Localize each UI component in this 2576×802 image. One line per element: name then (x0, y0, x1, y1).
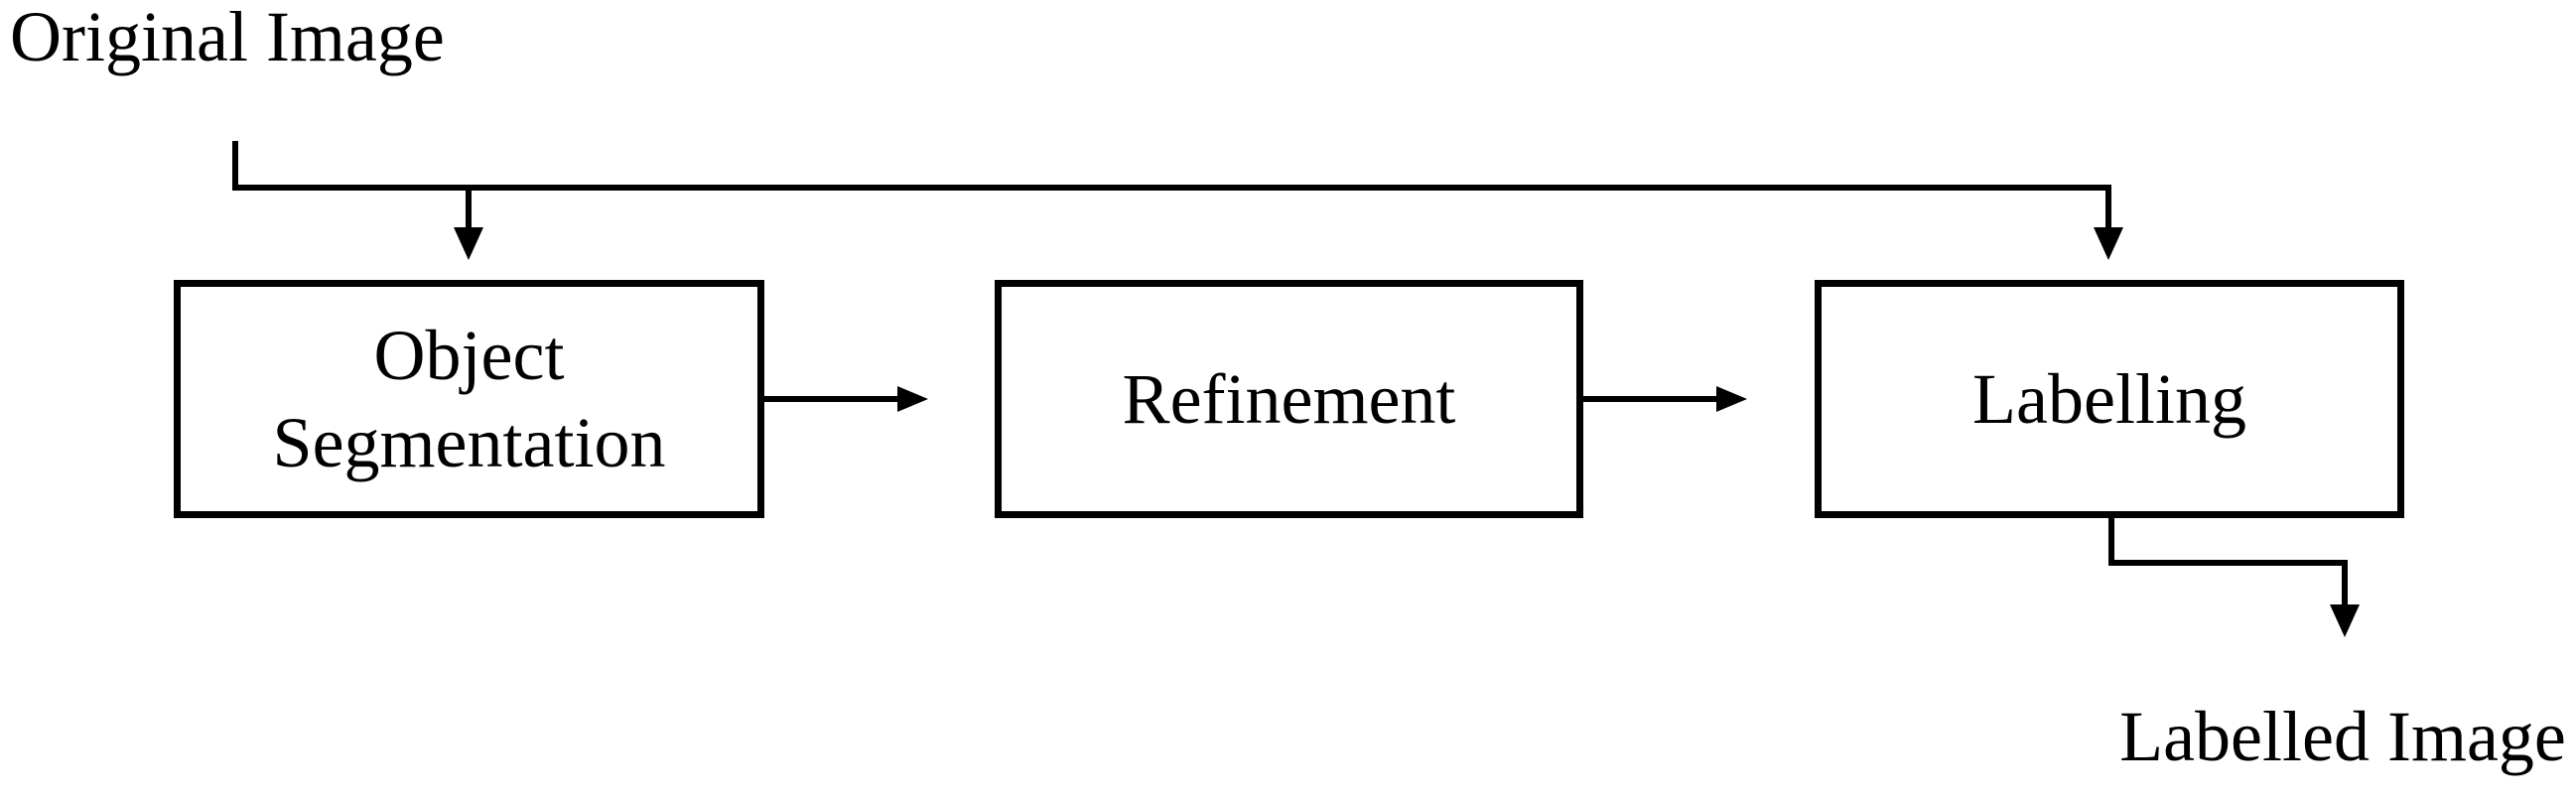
arrowhead-into-labelling (2094, 227, 2123, 260)
box-refinement: Refinement (995, 280, 1583, 518)
box-refinement-label: Refinement (1122, 359, 1456, 439)
box-object-segmentation: Object Segmentation (174, 280, 764, 518)
arrowhead-into-object-segmentation (454, 227, 483, 260)
box-object-segmentation-label-line1: Object (373, 316, 565, 395)
box-labelling-label: Labelling (1972, 359, 2246, 439)
connector-labelling-to-output (2108, 516, 2348, 606)
connector-original-image-distributor (232, 141, 2111, 229)
box-object-segmentation-label-line2: Segmentation (272, 403, 666, 482)
arrowhead-labelling-to-output (2330, 604, 2360, 637)
arrowhead-segmentation-to-refinement (897, 386, 928, 412)
labelled-image-label: Labelled Image (2119, 697, 2566, 776)
original-image-label: Original Image (10, 0, 445, 76)
arrowhead-refinement-to-labelling (1716, 386, 1747, 412)
box-labelling: Labelling (1815, 280, 2404, 518)
